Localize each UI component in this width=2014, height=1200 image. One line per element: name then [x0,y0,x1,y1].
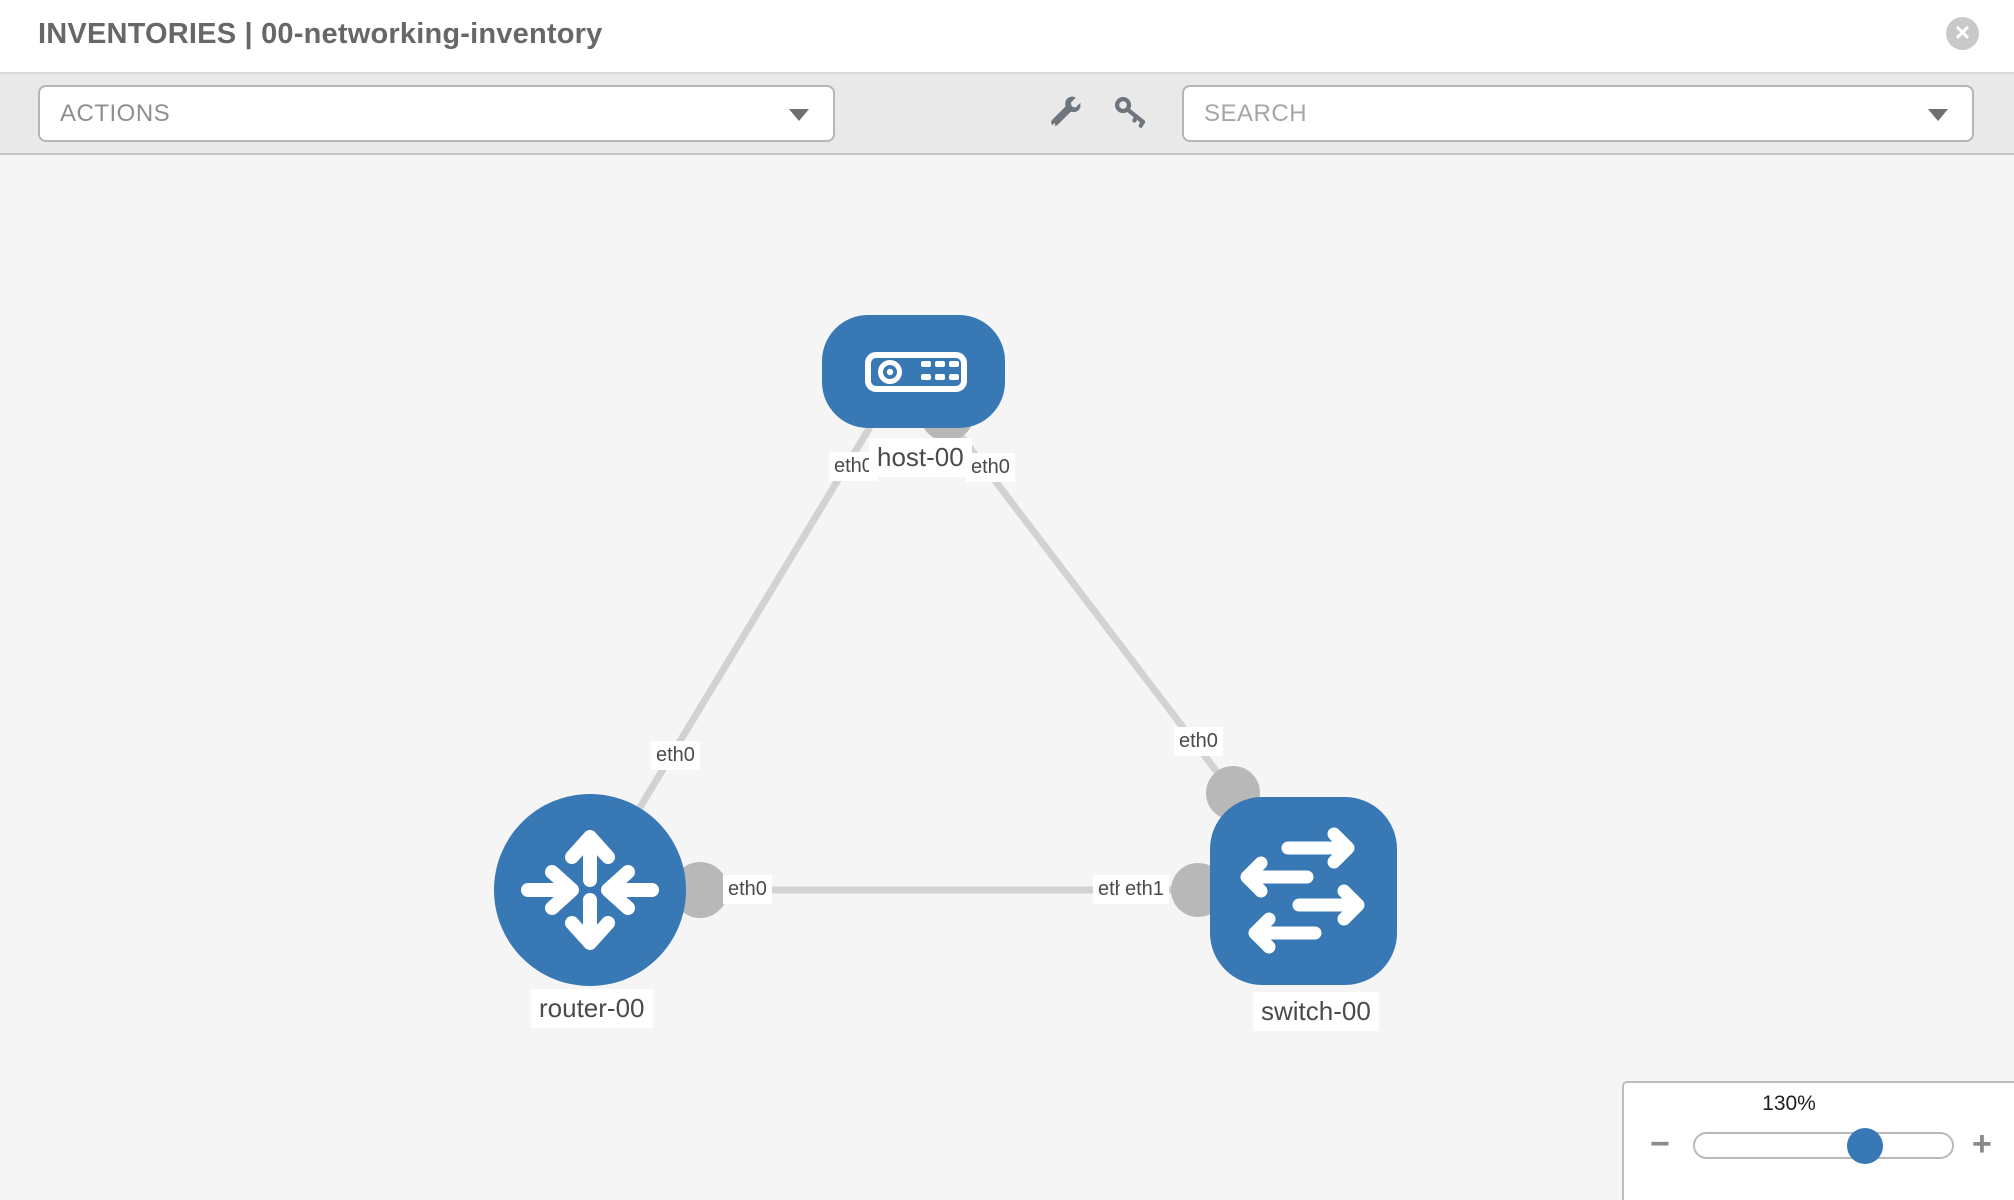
node-label-router: router-00 [531,989,653,1028]
node-label-switch: switch-00 [1253,992,1379,1031]
close-icon[interactable]: × [1946,17,1979,50]
page-title: INVENTORIES | 00-networking-inventory [38,18,603,50]
zoom-in-button[interactable]: + [1972,1125,1992,1163]
search-dropdown[interactable]: SEARCH [1182,85,1974,142]
chevron-down-icon [1928,108,1948,121]
interface-label-router-host-link: eth0 [651,741,700,770]
header-bar: INVENTORIES | 00-networking-inventory × [0,0,2014,74]
server-icon [865,352,967,392]
node-router[interactable] [494,794,686,986]
topology-canvas[interactable]: host-00 router-00 switch-00 eth0 eth0 et… [0,155,2014,1200]
actions-dropdown[interactable]: ACTIONS [38,85,835,142]
switch-icon [1240,827,1365,954]
node-switch[interactable] [1210,797,1397,985]
interface-label-host-right: eth0 [966,453,1015,482]
links [587,416,1303,894]
node-host[interactable] [822,315,1005,428]
zoom-control-panel: 130% − + [1622,1081,2014,1200]
actions-dropdown-label: ACTIONS [60,99,171,127]
chevron-down-icon [789,108,809,121]
endpoint-router-eth0 [672,862,728,918]
zoom-slider-knob[interactable] [1847,1128,1883,1164]
toolbar: ACTIONS SEARCH [0,74,2014,155]
zoom-level-value: 130% [1762,1092,1816,1115]
topology-graph [494,315,1397,986]
zoom-slider-track[interactable] [1693,1128,1954,1164]
interface-label-host-switch-link: eth0 [1174,727,1223,756]
search-placeholder: SEARCH [1204,99,1308,127]
key-icon[interactable] [1114,96,1148,130]
node-label-host: host-00 [869,438,972,477]
interface-label-switch-eth1: eth1 [1120,875,1169,904]
router-icon [521,830,659,950]
wrench-icon[interactable] [1049,96,1083,130]
zoom-out-button[interactable]: − [1650,1125,1670,1163]
interface-label-router-eth0: eth0 [723,875,772,904]
